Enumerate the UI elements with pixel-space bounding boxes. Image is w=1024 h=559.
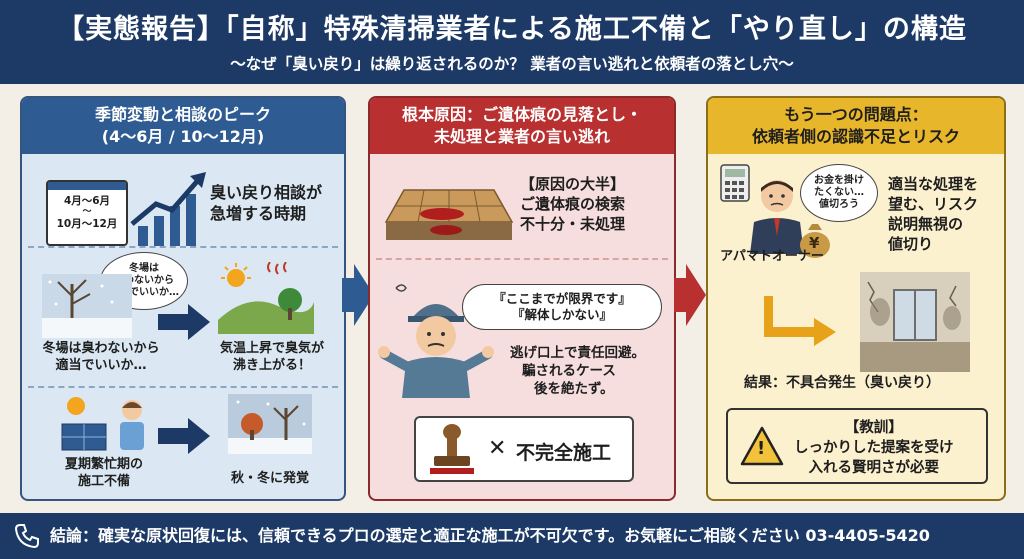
divider	[28, 386, 338, 388]
panel-seasonal: 季節変動と相談のピーク (4〜6月 / 10〜12月) 4月〜6月 〜 10月〜…	[20, 96, 346, 501]
calendar-icon: 4月〜6月 〜 10月〜12月	[46, 180, 128, 246]
autumn-text: 秋・冬に発覚	[230, 471, 309, 486]
footer-banner: 結論：確実な原状回復には、信頼できるプロの選定と適正な施工が不可欠です。お気軽に…	[0, 513, 1024, 559]
page-subtitle: 〜なぜ「臭い戻り」は繰り返されるのか？ 業者の言い逃れと依頼者の落とし穴〜	[230, 55, 794, 73]
flow-arrow-icon	[342, 264, 374, 326]
divider	[28, 246, 338, 248]
flow-arrow-icon	[674, 264, 706, 326]
panel-root-cause-header: 根本原因：ご遺体痕の見落とし・ 未処理と業者の言い逃れ	[370, 98, 674, 154]
page-title: 【実態報告】「自称」特殊清掃業者による施工不備と「やり直し」の構造	[57, 14, 967, 45]
autumn-winter-icon	[228, 394, 312, 454]
apartment-owner-icon	[750, 180, 804, 254]
incomplete-work-box: ✕ 不完全施工	[414, 416, 634, 482]
heat-text: 気温上昇で臭気が 沸き上がる！	[219, 341, 324, 373]
worker-sun-icon	[61, 397, 144, 451]
cross-mark: ✕	[488, 436, 507, 461]
client-problem-text: 適当な処理を 望む、リスク 説明無視の 値切り	[888, 175, 979, 253]
summer-text: 夏期繁忙期の 施工不備	[64, 457, 143, 489]
summer-heat-icon	[218, 262, 314, 334]
divider	[376, 258, 668, 260]
escape-text: 逃げ口上で責任回避。 騙されるケース 後を絶たず。	[510, 345, 645, 397]
down-right-arrow-icon	[764, 296, 836, 346]
warning-mark: !	[757, 438, 766, 459]
arrow-right-icon	[158, 304, 210, 340]
panel-client-risk: もう一つの問題点： 依頼者側の認識不足とリスク お金を掛け たくない… 値切ろう…	[706, 96, 1006, 501]
lesson-box: ! 【教訓】 しっかりした提案を受け 入れる賢明さが必要	[726, 408, 988, 484]
phone-icon	[14, 524, 39, 549]
stamp-icon	[430, 424, 474, 474]
damaged-room-icon	[860, 272, 970, 372]
yen-mark: ¥	[809, 234, 820, 252]
owner-label: アパマトオーナー	[720, 249, 824, 264]
warning-icon	[740, 426, 784, 466]
lesson-text: 【教訓】 しっかりした提案を受け 入れる賢明さが必要	[794, 420, 954, 476]
cause-text: 【原因の大半】 ご遺体痕の検索 不十分・未処理	[520, 175, 626, 233]
calculator-icon	[720, 164, 750, 202]
winter-scene-icon	[42, 274, 132, 338]
floor-stain-icon	[384, 189, 514, 240]
header-banner: 【実態報告】「自称」特殊清掃業者による施工不備と「やり直し」の構造 〜なぜ「臭い…	[0, 0, 1024, 84]
panel-seasonal-header: 季節変動と相談のピーク (4〜6月 / 10〜12月)	[22, 98, 344, 154]
panel-root-cause: 根本原因：ご遺体痕の見落とし・ 未処理と業者の言い逃れ 【原因の大半】 ご遺体痕…	[368, 96, 676, 501]
rising-chart-icon	[130, 172, 206, 246]
conclusion-text: 結論：確実な原状回復には、信頼できるプロの選定と適正な施工が不可欠です。お気軽に…	[50, 526, 930, 545]
incomplete-work-label: 不完全施工	[516, 442, 612, 464]
peak-period-text: 臭い戻り相談が 急増する時期	[210, 183, 323, 223]
owner-thought-bubble: お金を掛け たくない… 値切ろう	[800, 164, 878, 222]
contractor-shrug-icon	[378, 284, 494, 398]
panel-client-risk-header: もう一つの問題点： 依頼者側の認識不足とリスク	[708, 98, 1004, 154]
result-text: 結果：不具合発生（臭い戻り）	[744, 375, 940, 391]
contractor-speech-bubble: 『ここまでが限界です』 『解体しかない』	[462, 284, 662, 330]
winter-text: 冬場は臭わないから 適当でいいか…	[42, 341, 160, 373]
money-bag-icon	[800, 224, 830, 258]
arrow-right-icon	[158, 418, 210, 454]
